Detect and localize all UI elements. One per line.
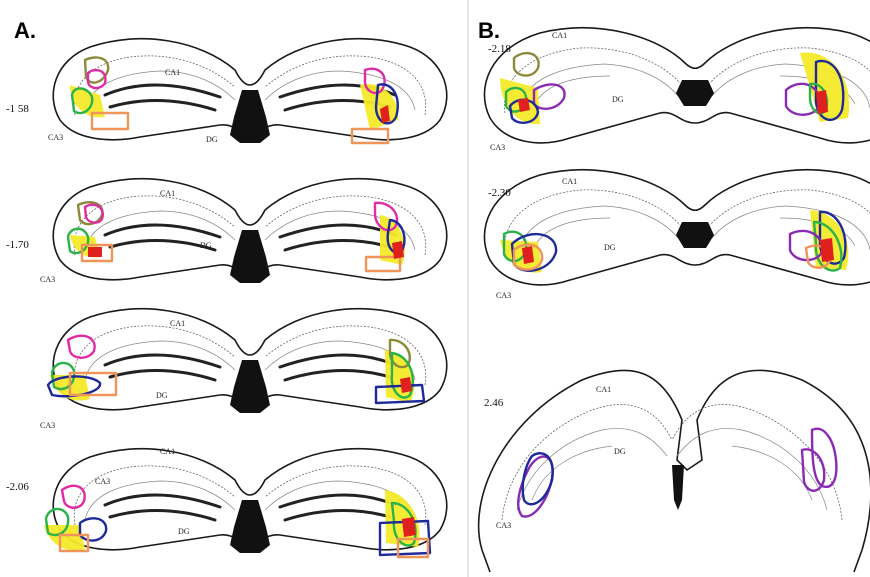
region-label-ca3: CA3 bbox=[48, 133, 63, 142]
lesion-magenta bbox=[68, 336, 95, 358]
region-label-ca1: CA1 bbox=[170, 319, 185, 328]
section-b3 bbox=[479, 370, 870, 572]
region-label-ca3: CA3 bbox=[496, 291, 511, 300]
panel-b-letter: B. bbox=[478, 18, 500, 43]
lesion-olive bbox=[514, 53, 539, 76]
region-label-ca1: CA1 bbox=[165, 68, 180, 77]
region-label-ca1: CA1 bbox=[160, 189, 175, 198]
coordinate-label: -2.30 bbox=[488, 187, 511, 199]
region-label-ca3: CA3 bbox=[490, 143, 505, 152]
region-label-dg: DG bbox=[178, 527, 190, 536]
coordinate-label: -1.70 bbox=[6, 239, 29, 251]
region-label-ca3: CA3 bbox=[496, 521, 511, 530]
region-label-dg: DG bbox=[612, 95, 624, 104]
lesion-magenta bbox=[62, 486, 85, 508]
section-a3 bbox=[48, 309, 447, 413]
section-b2 bbox=[484, 170, 870, 285]
lesion-navy bbox=[80, 518, 106, 540]
region-label-ca1: CA1 bbox=[552, 31, 567, 40]
lesion-magenta bbox=[85, 205, 103, 223]
region-label-dg: DG bbox=[604, 243, 616, 252]
section-b1 bbox=[484, 28, 870, 143]
region-label-ca3: CA3 bbox=[40, 421, 55, 430]
region-label-dg: DG bbox=[614, 447, 626, 456]
region-label-ca3: CA3 bbox=[95, 477, 110, 486]
panel-b: B. -2.18 CA1 CA3 DG bbox=[478, 18, 870, 572]
coordinate-label: -2.18 bbox=[488, 43, 511, 55]
coordinate-label: -2.06 bbox=[6, 481, 29, 493]
region-label-dg: DG bbox=[206, 135, 218, 144]
panel-a-letter: A. bbox=[14, 18, 36, 43]
section-a2 bbox=[53, 179, 447, 283]
region-label-ca1: CA1 bbox=[596, 385, 611, 394]
region-label-dg: DG bbox=[200, 241, 212, 250]
coordinate-label: 2.46 bbox=[484, 397, 504, 409]
region-label-dg: DG bbox=[156, 391, 168, 400]
section-a4 bbox=[44, 449, 447, 557]
coordinate-label: -1 58 bbox=[6, 103, 29, 115]
region-label-ca1: CA1 bbox=[160, 447, 175, 456]
section-a1 bbox=[53, 39, 447, 143]
lesion-navy bbox=[523, 453, 553, 504]
region-label-ca1: CA1 bbox=[562, 177, 577, 186]
panel-a: A. -1 58 CA1 CA3 DG bbox=[6, 18, 447, 557]
region-label-ca3: CA3 bbox=[40, 275, 55, 284]
